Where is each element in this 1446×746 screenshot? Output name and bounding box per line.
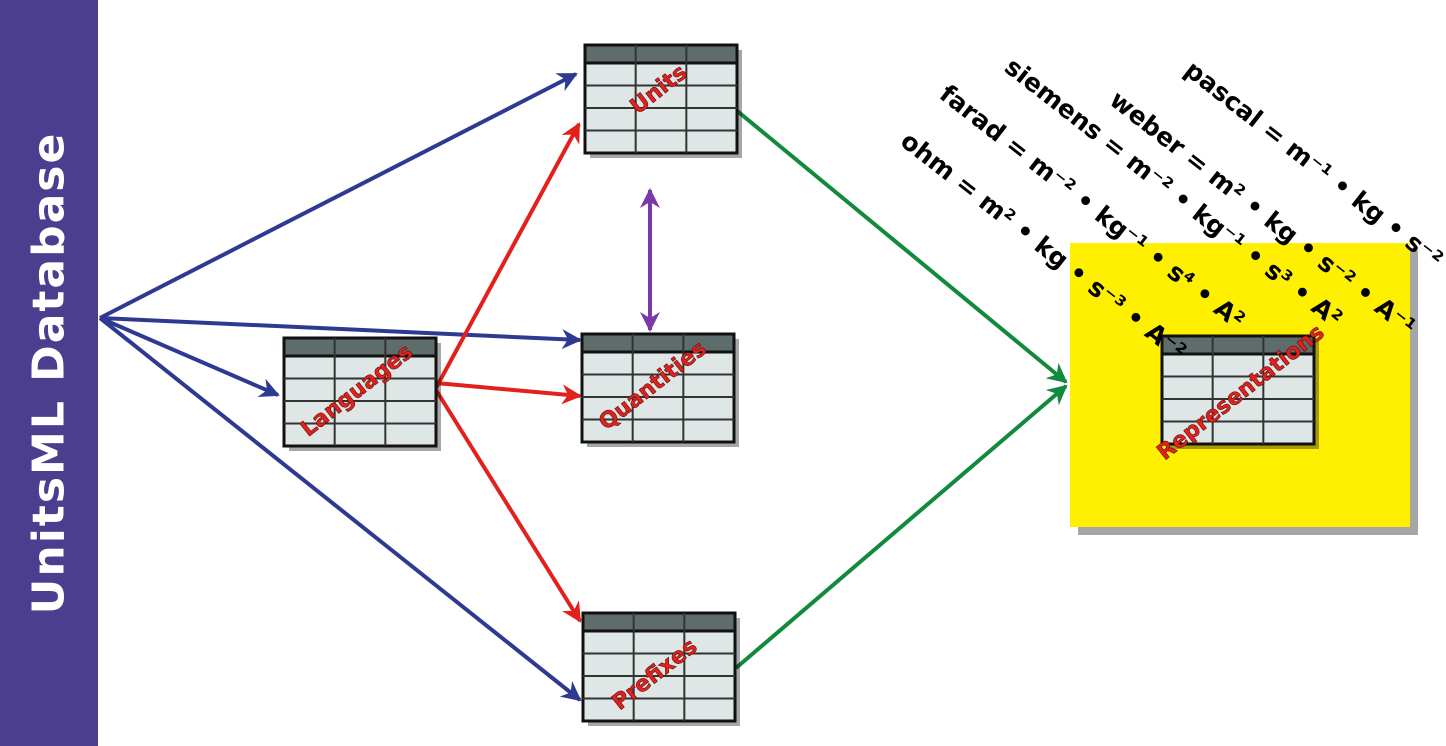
sidebar: UnitsML Database [0,0,98,746]
units-table[interactable] [583,43,742,158]
quantities-table[interactable] [580,332,739,447]
arrow-db-prefixes [98,316,582,702]
table-header [1160,334,1316,356]
table-header [581,611,737,633]
table-header [282,336,438,358]
arrow-db-languages [99,316,280,398]
languages-table[interactable] [282,336,441,451]
arrow-db-quantities [99,316,582,350]
arrow-languages-quantities [435,381,582,405]
arrow-languages-units [434,122,581,389]
arrow-languages-prefixes [434,388,582,623]
arrow-db-units [99,72,578,320]
arrow-units-representations [734,108,1068,384]
table-header [580,332,736,354]
arrow-prefixes-representations [734,384,1068,670]
representations-table[interactable] [1160,334,1319,449]
prefixes-table[interactable] [581,611,740,726]
table-header [583,43,739,65]
